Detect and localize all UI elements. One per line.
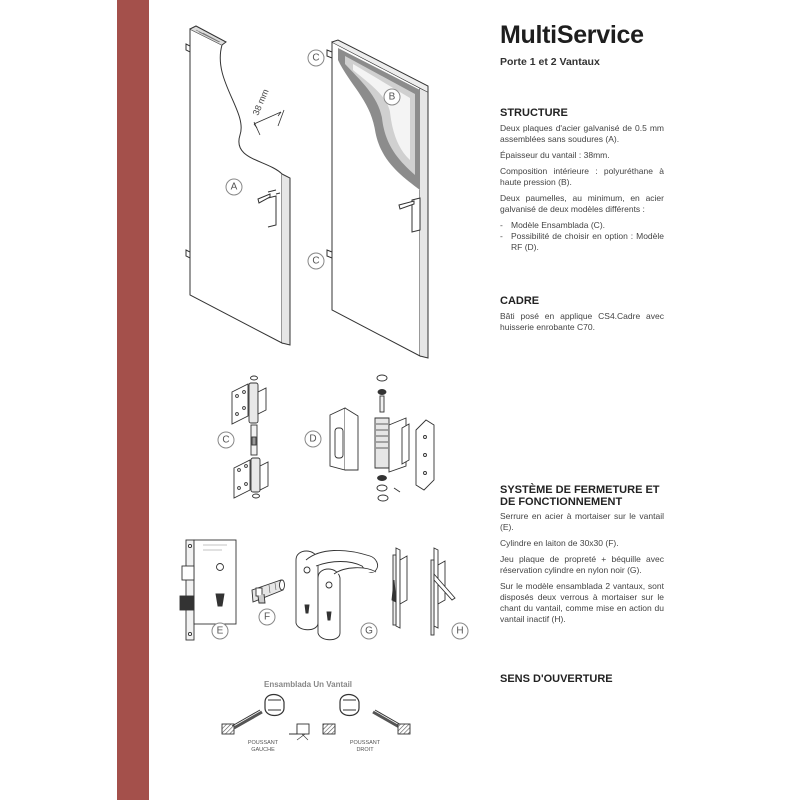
fermeture-paragraph: Serrure en acier à mortaiser sur le vant…	[500, 511, 664, 532]
section-cadre-body: Bâti posé en applique CS4.Cadre avec hui…	[500, 311, 664, 338]
fermeture-paragraph: Sur le modèle ensamblada 2 vantaux, sont…	[500, 581, 664, 624]
svg-text:C: C	[312, 256, 319, 267]
accent-stripe	[117, 0, 149, 800]
mortise-lock-drawing	[179, 539, 237, 641]
structure-paragraph: Épaisseur du vantail : 38mm.	[500, 150, 610, 160]
structure-paragraph: Deux paumelles, au minimum, en acier gal…	[500, 193, 664, 214]
section-structure-body: Deux plaques d'acier galvanisé de 0.5 mm…	[500, 123, 664, 253]
cylinder-drawing	[251, 579, 285, 604]
hinge-models-list: Modèle Ensamblada (C). Possibilité de ch…	[500, 220, 664, 253]
callout-d: D	[304, 430, 322, 448]
callout-h: H	[451, 622, 469, 640]
handle-set-drawing	[295, 549, 379, 641]
fermeture-paragraph: Jeu plaque de propreté + béquille avec r…	[500, 554, 664, 575]
structure-paragraph: Deux plaques d'acier galvanisé de 0.5 mm…	[500, 123, 664, 144]
svg-text:H: H	[456, 626, 463, 637]
fermeture-paragraph: Cylindre en laiton de 30x30 (F).	[500, 538, 619, 548]
list-item: Modèle Ensamblada (C).	[500, 220, 664, 231]
callout-c-top: C	[307, 49, 325, 67]
callout-e: E	[211, 622, 229, 640]
svg-text:D: D	[309, 434, 316, 445]
page-subtitle: Porte 1 et 2 Vantaux	[500, 56, 600, 68]
section-fermeture-heading-line2: DE FONCTIONNEMENT	[500, 496, 623, 508]
svg-text:C: C	[312, 53, 319, 64]
opening-left-label-1: POUSSANT	[248, 740, 279, 746]
opening-right-label-2: DROIT	[356, 747, 374, 753]
opening-caption: Ensamblada Un Vantail	[264, 680, 352, 689]
opening-left-label-2: GAUCHE	[251, 747, 275, 753]
cadre-paragraph: Bâti posé en applique CS4.Cadre avec hui…	[500, 311, 664, 332]
callout-a: A	[225, 178, 243, 196]
hinge-ensamblada-drawing	[231, 375, 269, 499]
callout-g: G	[360, 622, 378, 640]
callout-f: F	[258, 608, 276, 626]
svg-text:G: G	[365, 626, 373, 637]
svg-text:C: C	[222, 435, 229, 446]
opening-right-label-1: POUSSANT	[350, 740, 381, 746]
flush-bolts-drawing	[391, 547, 456, 636]
callout-c-hinge: C	[217, 431, 235, 449]
structure-paragraph: Composition intérieure : polyuréthane à …	[500, 166, 664, 187]
section-structure-heading: STRUCTURE	[500, 107, 568, 119]
door-core-drawing	[326, 39, 429, 359]
list-item: Possibilité de choisir en option : Modèl…	[500, 231, 664, 253]
hinge-rf-drawing	[329, 374, 435, 502]
svg-text:B: B	[389, 92, 396, 103]
section-cadre-heading: CADRE	[500, 295, 540, 307]
svg-text:E: E	[217, 626, 224, 637]
section-fermeture-heading-line1: SYSTÈME DE FERMETURE ET	[500, 484, 660, 496]
section-sens-heading: SENS D'OUVERTURE	[500, 673, 613, 685]
callout-b: B	[383, 88, 401, 106]
thickness-label: 38 mm	[251, 88, 271, 117]
page-title: MultiService	[500, 21, 644, 49]
section-fermeture-body: Serrure en acier à mortaiser sur le vant…	[500, 511, 664, 630]
opening-direction-drawing	[221, 693, 411, 741]
svg-text:A: A	[231, 182, 238, 193]
callout-c-bottom: C	[307, 252, 325, 270]
svg-text:F: F	[264, 612, 270, 623]
